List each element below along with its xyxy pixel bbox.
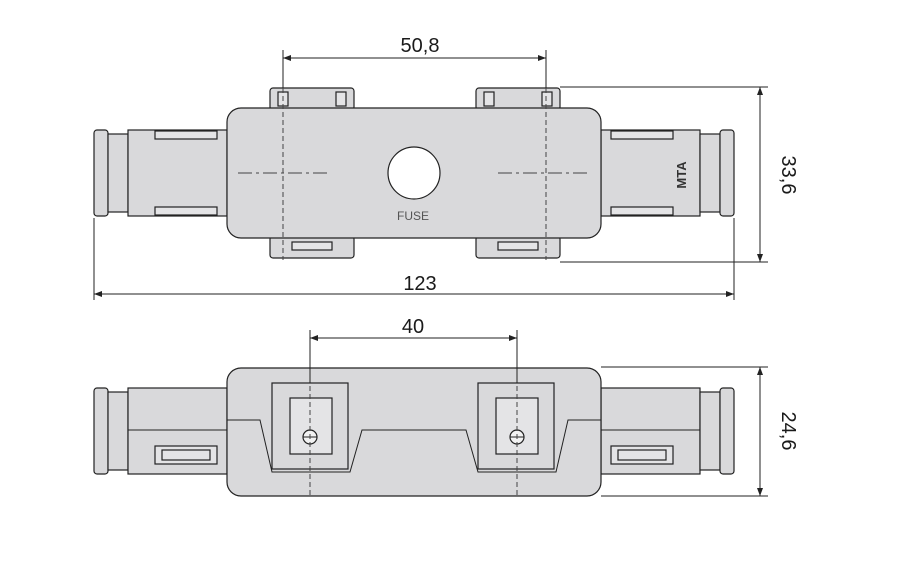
terminal-right — [477, 382, 555, 470]
left-sleeve-side — [93, 387, 228, 475]
left-sleeve-top — [93, 129, 228, 217]
top-clips — [269, 87, 561, 111]
right-sleeve-side — [600, 387, 735, 475]
dimension-40: 40 — [402, 316, 424, 338]
fuse-viewing-hole — [387, 146, 441, 200]
fuse-label: FUSE — [397, 209, 429, 223]
side-view — [93, 338, 735, 497]
dimension-33-6: 33,6 — [777, 156, 799, 195]
dimension-24-6: 24,6 — [777, 412, 799, 451]
top-view: FUSE MTA — [93, 87, 735, 260]
dimension-123: 123 — [403, 273, 436, 295]
side-dimensions: 40 24,6 — [309, 316, 799, 497]
top-dimensions: 50,8 33,6 123 — [93, 35, 799, 300]
bottom-clips — [269, 235, 561, 259]
brand-logo: MTA — [674, 161, 689, 189]
right-sleeve-top — [600, 129, 735, 217]
dimension-50-8: 50,8 — [401, 35, 440, 57]
